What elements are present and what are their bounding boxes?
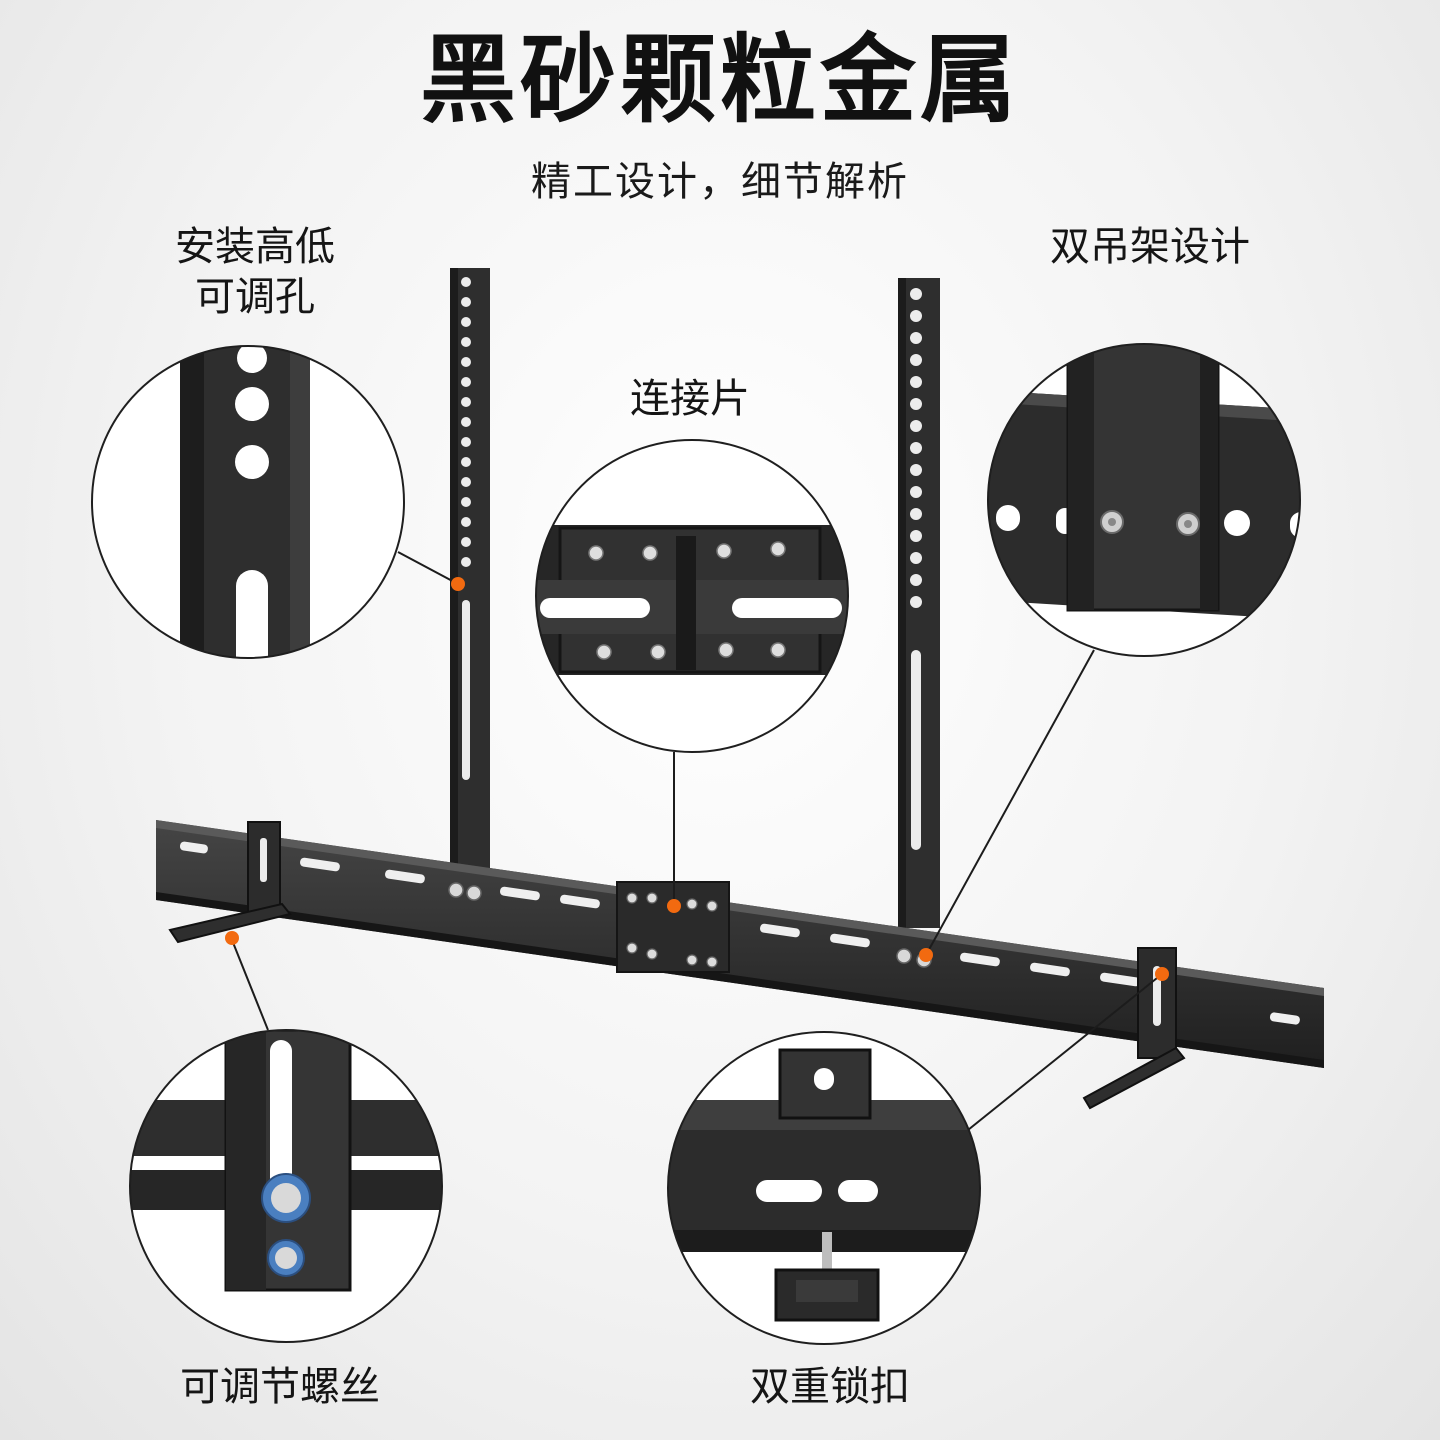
zoom-circle-adjust-screw (129, 1029, 443, 1343)
marker-connector (667, 899, 681, 913)
left-vertical-arm (450, 268, 490, 878)
leader-lines (231, 551, 1163, 1131)
marker-dual-hanger (919, 948, 933, 962)
marker-adjust-screw (225, 931, 239, 945)
zoom-circle-connector (535, 439, 849, 753)
marker-double-lock (1155, 967, 1169, 981)
zoom-circle-dual-hanger (987, 343, 1301, 657)
marker-height-holes (451, 577, 465, 591)
bracket-assembly (156, 268, 1324, 1110)
callout-markers (225, 577, 1169, 981)
callout-label-dual-hanger: 双吊架设计 (1050, 224, 1250, 270)
left-shelf-clamp (168, 821, 292, 944)
page-subtitle: 精工设计，细节解析 (531, 159, 909, 205)
right-vertical-arm (898, 278, 940, 928)
callout-label-height-holes-line2: 可调孔 (195, 274, 315, 320)
page-title: 黑砂颗粒金属 (420, 24, 1020, 136)
right-shelf-clamp (1082, 947, 1186, 1110)
callout-label-connector: 连接片 (630, 376, 750, 422)
callout-label-double-lock: 双重锁扣 (750, 1364, 910, 1410)
horizontal-rail (156, 820, 1324, 1068)
callout-label-adjust-screw: 可调节螺丝 (180, 1364, 380, 1410)
callout-label-height-holes-line1: 安装高低 (175, 224, 335, 270)
zoom-circle-double-lock (667, 1031, 981, 1345)
zoom-circle-height-holes (91, 345, 405, 659)
callout-label-height-holes: 安装高低 可调孔 (150, 222, 360, 322)
